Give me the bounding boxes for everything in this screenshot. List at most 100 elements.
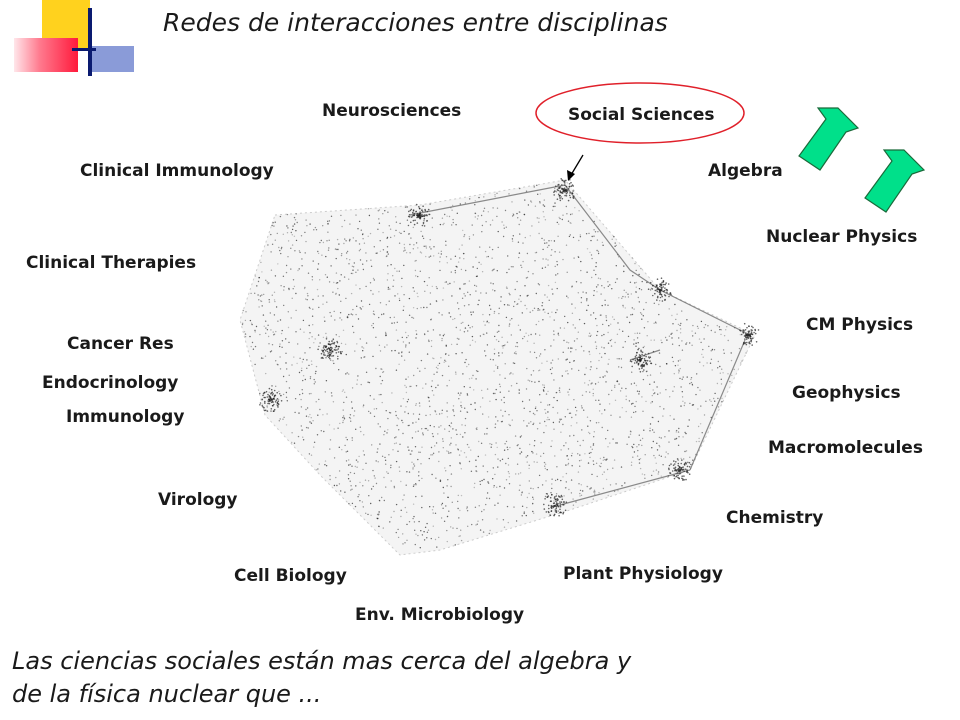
network-dot [652, 440, 654, 443]
network-dot [279, 368, 282, 370]
network-dot [498, 330, 500, 332]
network-dot [548, 240, 550, 242]
network-dot [398, 466, 400, 468]
network-hub-dot [422, 205, 424, 207]
network-dot [581, 407, 583, 409]
network-dot [681, 340, 683, 342]
network-dot [254, 329, 256, 332]
network-dot [333, 362, 335, 365]
network-dot [496, 518, 498, 520]
network-dot [282, 393, 285, 396]
network-dot [515, 353, 517, 355]
network-hub-dot [750, 340, 752, 343]
network-dot [720, 333, 722, 336]
network-dot [334, 319, 336, 321]
network-dot [519, 447, 521, 450]
network-dot [573, 360, 575, 362]
network-dot [622, 304, 624, 307]
network-dot [299, 393, 301, 396]
network-dot [556, 264, 559, 266]
network-dot [405, 344, 407, 346]
network-dot [596, 367, 598, 370]
network-dot [273, 291, 276, 293]
network-dot [714, 392, 716, 395]
network-dot [386, 279, 389, 281]
network-dot [471, 326, 474, 328]
network-dot [450, 452, 452, 454]
network-dot [619, 416, 621, 418]
network-hub-dot [686, 465, 689, 468]
network-dot [592, 388, 594, 390]
network-dot [482, 333, 484, 335]
network-dot [544, 467, 546, 470]
network-dot [385, 304, 387, 306]
network-dot [624, 341, 626, 343]
network-hub-dot [271, 394, 274, 396]
network-dot [283, 416, 285, 418]
network-dot [703, 326, 705, 329]
network-dot [631, 313, 634, 316]
network-dot [455, 371, 457, 373]
network-dot [344, 444, 346, 447]
network-dot [642, 315, 644, 317]
network-dot [313, 446, 315, 448]
network-dot [610, 345, 613, 347]
network-dot [559, 327, 562, 329]
network-dot [580, 345, 583, 348]
network-dot [515, 520, 518, 522]
network-dot [602, 376, 604, 378]
network-dot [721, 401, 723, 403]
network-dot [534, 260, 536, 262]
network-dot [598, 399, 600, 401]
network-dot [372, 355, 374, 358]
network-dot [569, 435, 571, 437]
network-dot [343, 276, 346, 278]
network-dot [560, 431, 562, 433]
network-dot [404, 384, 406, 387]
network-dot [242, 322, 244, 324]
network-hub-dot [634, 356, 637, 358]
network-dot [492, 269, 494, 271]
network-dot [310, 392, 312, 395]
network-dot [305, 415, 308, 417]
network-dot [491, 219, 494, 221]
network-dot [418, 413, 421, 415]
edge-right [659, 289, 751, 336]
network-dot [397, 339, 399, 341]
network-dot [595, 262, 597, 264]
network-dot [538, 369, 541, 371]
network-dot [341, 351, 343, 353]
network-dot [382, 527, 384, 529]
network-hub-dot [554, 504, 557, 507]
network-dot [531, 380, 533, 383]
network-dot [251, 323, 253, 326]
network-dot [446, 540, 448, 543]
network-dot [518, 252, 521, 254]
network-dot [506, 287, 508, 289]
network-dot [505, 286, 508, 288]
network-dot [285, 352, 287, 354]
network-dot [448, 365, 450, 367]
network-dot [371, 444, 373, 446]
network-dot [589, 432, 591, 435]
network-dot [571, 286, 573, 288]
network-dot [458, 535, 460, 538]
network-hub-dot [560, 178, 562, 180]
network-hub-dot [267, 402, 269, 405]
network-dot [639, 332, 641, 334]
network-dot [373, 279, 375, 281]
network-dot [636, 446, 638, 448]
network-dot [485, 292, 487, 294]
label-social-sciences: Social Sciences [568, 105, 715, 125]
network-dot [607, 281, 609, 283]
network-dot [370, 514, 372, 516]
network-dot [283, 286, 285, 288]
network-dot [250, 345, 252, 348]
network-hub-dot [273, 408, 276, 411]
network-dot [651, 416, 653, 419]
network-dot [486, 388, 489, 390]
network-dot [304, 286, 306, 289]
network-dot [509, 373, 511, 375]
network-dot [607, 285, 609, 287]
network-dot [400, 285, 403, 288]
